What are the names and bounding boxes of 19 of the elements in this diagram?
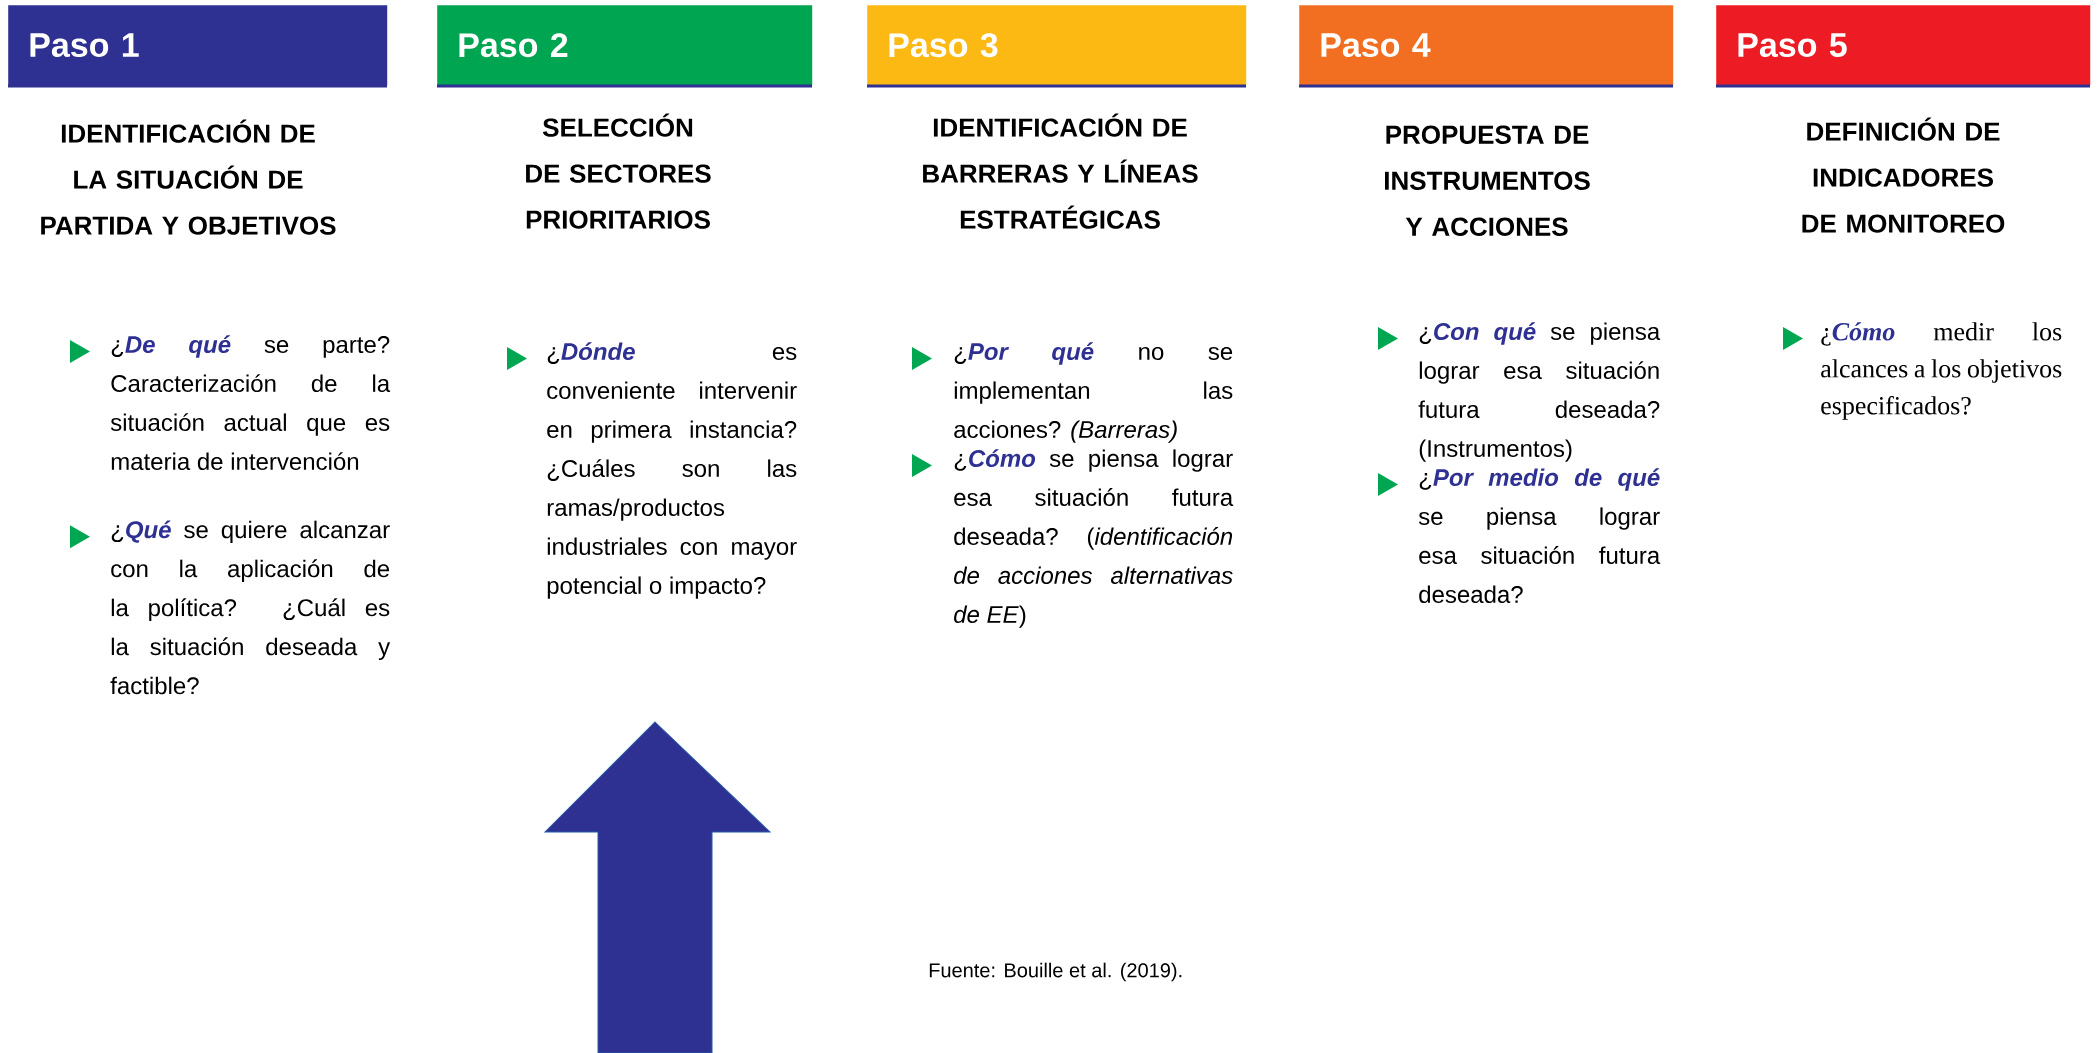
bullet-text: ¿Por medio de qué se piensa lograr esa situación futura deseada? [1418, 468, 1661, 603]
step-banner: Paso 5 [1716, 5, 2091, 88]
step-banner: Paso 1 [8, 5, 388, 88]
bullet-text: ¿Cómo medir los alcances a los objetivos especificados? [1821, 322, 2062, 420]
bullet-text: ¿Qué se quiere alcanzar con la aplicación de la política? ¿Cuál es la situación deseada y factible? [110, 520, 391, 695]
bullet-text: ¿Por qué no se implementan las acciones? (Barreras) [954, 342, 1233, 443]
step-banner: Paso 2 [437, 5, 813, 88]
caption: Fuente: Bouille et al. (2019). [929, 962, 1182, 982]
bullet-text: ¿Dónde es conveniente intervenir en primera instancia? ¿Cuáles son las ramas/productos industriales con mayor potencial o impacto? [547, 342, 797, 599]
step-heading: IDENTIFICACIÓN DE BARRERAS Y LÍNEAS ESTRATÉGICAS [923, 113, 1198, 229]
step-heading: PROPUESTA DE INSTRUMENTOS Y ACCIONES [1385, 125, 1590, 236]
step-banner: Paso 4 [1299, 5, 1674, 88]
step-heading: IDENTIFICACIÓN DE LA SITUACIÓN DE PARTIDA Y OBJETIVOS [41, 119, 336, 235]
bullet-text: ¿Cómo se piensa lograr esa situación futura deseada? (identificación de acciones alternativas de EE) [954, 449, 1234, 628]
bullet-text: ¿De qué se parte? Caracterización de la situación actual que es materia de intervención [110, 335, 391, 471]
step-heading: SELECCIÓN DE SECTORES PRIORITARIOS [526, 113, 711, 229]
step-banner: Paso 3 [867, 5, 1247, 88]
step-heading: DEFINICIÓN DE INDICADORES DE MONITOREO [1802, 117, 2005, 233]
bullet-text: ¿Con qué se piensa lograr esa situación futura deseada? (Instrumentos) [1418, 322, 1661, 462]
